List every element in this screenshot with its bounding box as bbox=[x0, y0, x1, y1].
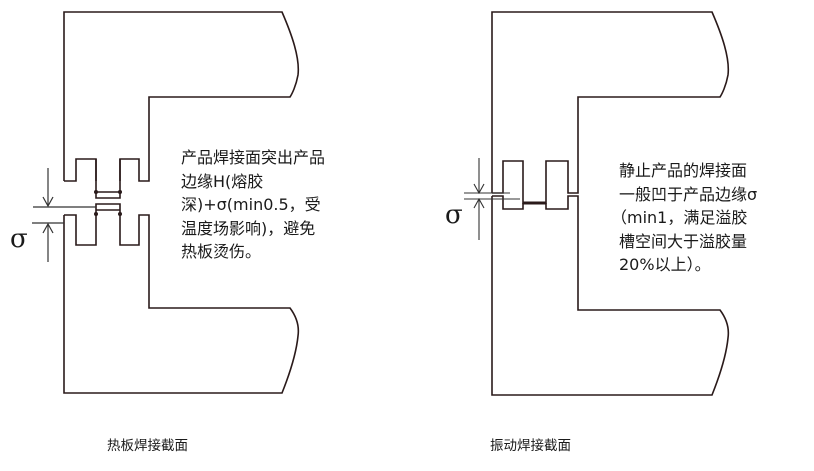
vibration-upper-part bbox=[491, 11, 730, 204]
vibration-sigma-label: σ bbox=[445, 200, 463, 230]
hot-plate-upper-part bbox=[63, 11, 300, 199]
note-line: 深)+σ(min0.5，受 bbox=[181, 195, 321, 214]
note-line: （min1，满足溢胶 bbox=[611, 208, 748, 227]
note-line: 一般凹于产品边缘σ bbox=[619, 184, 758, 204]
hot-plate-sigma-label: σ bbox=[10, 224, 28, 254]
note-line: 边缘H(熔胶 bbox=[181, 171, 264, 191]
hot-plate-caption: 热板焊接截面 bbox=[107, 438, 188, 454]
vibration-lower-part bbox=[491, 195, 730, 396]
vibration-caption: 振动焊接截面 bbox=[490, 438, 571, 454]
note-line: 槽空间大于溢胶量 bbox=[619, 231, 748, 251]
note-line: 热板烫伤。 bbox=[181, 242, 262, 261]
note-line: 静止产品的焊接面 bbox=[619, 161, 748, 180]
hot-plate-sigma-dimension bbox=[32, 168, 96, 262]
note-line: 产品焊接面突出产品 bbox=[181, 148, 326, 167]
note-line: 温度场影响)，避免 bbox=[181, 218, 316, 238]
hot-plate-note: 产品焊接面突出产品 边缘H(熔胶 深)+σ(min0.5，受 温度场影响)，避免… bbox=[181, 146, 325, 264]
note-line: 20%以上）。 bbox=[619, 255, 711, 274]
vibration-sigma-dimension bbox=[464, 158, 520, 240]
hot-plate-lower-part bbox=[63, 203, 300, 394]
hot-plate-weld-points bbox=[94, 190, 122, 216]
vibration-note: 静止产品的焊接面 一般凹于产品边缘σ （min1，满足溢胶 槽空间大于溢胶量 2… bbox=[611, 159, 758, 277]
